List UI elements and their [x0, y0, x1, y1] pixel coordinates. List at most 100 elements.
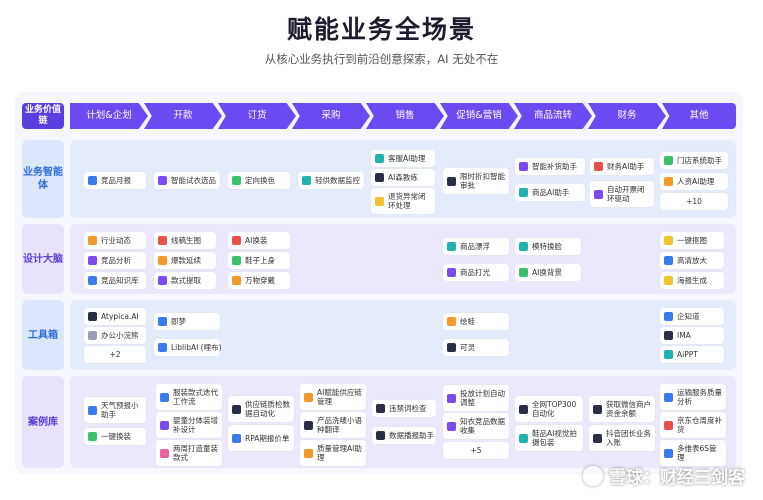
design-chip[interactable]: 商品漂浮 — [443, 238, 509, 255]
tool-chip[interactable]: LiblibAI (哩布) — [154, 339, 222, 356]
tool-chip[interactable]: IMA — [660, 327, 724, 344]
design-chip[interactable]: AI换装 — [228, 232, 290, 249]
design-chip[interactable]: 线稿生图 — [154, 232, 216, 249]
return-icon — [375, 196, 384, 206]
design-chip[interactable]: 竞品分析 — [84, 252, 146, 269]
tool-chip[interactable]: 企知道 — [660, 308, 724, 325]
stage-design: 开款 — [144, 103, 222, 129]
page-title: 赋能业务全场景 — [286, 15, 476, 44]
agent-chip[interactable]: 自动开票闭环驱动 — [590, 181, 654, 207]
agent-chip[interactable]: 退货异常闭环处理 — [371, 188, 435, 214]
tool-chip[interactable]: AiPPT — [660, 346, 724, 363]
case-chip[interactable]: 供应链质检数据自动化 — [228, 396, 294, 422]
case-chip[interactable]: 鞋品AI视觉拍摄包装 — [515, 425, 583, 451]
case-chip[interactable]: 产品洗唛小语种翻译 — [300, 412, 366, 438]
stage-circulation: 商品流转 — [514, 103, 592, 129]
palette-icon — [232, 176, 241, 185]
agent-chip[interactable]: 客服AI助理 — [371, 150, 435, 167]
stage-planning: 计划&企划 — [70, 103, 148, 129]
agent-chip[interactable]: 智能试衣选品 — [154, 172, 220, 189]
case-chip[interactable]: 获取微信商户资金余额 — [589, 396, 655, 422]
agent-chip[interactable]: AI森教练 — [371, 169, 435, 186]
headset-icon — [375, 154, 384, 163]
extract-icon — [158, 276, 167, 285]
atypica-icon — [88, 312, 97, 321]
case-chip[interactable]: RPA期报价单 — [228, 425, 294, 451]
tool-chip[interactable]: 绘蛙 — [443, 313, 509, 330]
case-chip[interactable]: 天气预报小助手 — [84, 397, 146, 423]
case-chip[interactable]: 数据播报助手 — [372, 427, 436, 444]
more-badge[interactable]: +5 — [443, 442, 509, 459]
tool-chip[interactable]: 办公小浣熊 — [84, 327, 146, 344]
design-chip[interactable]: 高清放大 — [660, 252, 724, 269]
stage-sales: 销售 — [366, 103, 444, 129]
qizhidao-icon — [664, 312, 673, 321]
case-chip[interactable]: 服装款式迭代工作流 — [156, 384, 222, 410]
stage-purchasing: 采购 — [292, 103, 370, 129]
agent-chip[interactable]: 智能补货助手 — [515, 158, 585, 175]
value-chain-label: 业务价值链 — [22, 103, 64, 129]
design-chip[interactable]: 爆款延续 — [154, 252, 216, 269]
design-chip[interactable]: 鞋子上身 — [228, 252, 290, 269]
design-chip[interactable]: 商品打光 — [443, 264, 509, 281]
design-chip[interactable]: 一键抠图 — [660, 232, 724, 249]
case-chip[interactable]: 违禁词检查 — [372, 400, 436, 417]
trend-icon — [88, 236, 97, 245]
sketch-icon — [158, 236, 167, 245]
case-chip[interactable]: 两周打造童装款式 — [156, 440, 222, 466]
agent-chip[interactable]: 财务AI助手 — [590, 158, 654, 175]
case-chip[interactable]: 婴童分体装增补设计 — [156, 412, 222, 438]
kling-icon — [447, 343, 456, 352]
page-subtitle: 从核心业务执行到前沿创意探索，AI 无处不在 — [264, 52, 499, 66]
liblib-icon — [158, 343, 167, 352]
case-chip[interactable]: 一键换装 — [84, 428, 146, 445]
case-chip[interactable]: 运输服务质量分析 — [660, 384, 726, 410]
report-icon — [88, 176, 97, 185]
case-chip[interactable]: 投放计划自动调整 — [443, 385, 509, 411]
watermark: 雪球：财经三剑客 — [583, 463, 745, 488]
design-chip[interactable]: 行业动态 — [84, 232, 146, 249]
baby-icon — [160, 420, 169, 430]
more-badge[interactable]: +2 — [84, 346, 146, 363]
case-chip[interactable]: 知衣竞品数据收集 — [443, 413, 509, 439]
stage-other: 其他 — [662, 103, 736, 129]
agent-chip[interactable]: 人资AI助理 — [660, 173, 728, 190]
agent-chip[interactable]: 限时折扣智能审批 — [443, 168, 509, 194]
jimeng-icon — [158, 317, 167, 326]
design-chip[interactable]: 款式提取 — [154, 272, 216, 289]
case-chip[interactable]: 京东仓周度补货 — [660, 412, 726, 438]
ima-icon — [664, 331, 673, 340]
analysis-icon — [88, 256, 97, 265]
agent-chip[interactable]: 轻供数据监控 — [298, 172, 364, 189]
case-chip[interactable]: 全网TOP300自动化 — [515, 396, 583, 422]
case-chip[interactable]: 抖音团长业务入账 — [589, 425, 655, 451]
agent-chip[interactable]: 商品AI助手 — [515, 184, 585, 201]
case-chip[interactable]: 多维表6S管理 — [660, 440, 726, 466]
more-badge[interactable]: +10 — [660, 193, 728, 210]
stage-ordering: 订货 — [218, 103, 296, 129]
case-chip[interactable]: 质量管理AI助理 — [300, 440, 366, 466]
outfit-icon — [232, 236, 241, 245]
agent-chip[interactable]: 定向换色 — [228, 172, 290, 189]
agent-chip[interactable]: 竞品月报 — [84, 172, 146, 189]
restock-icon — [519, 162, 528, 171]
quality-icon — [304, 448, 313, 458]
tool-chip[interactable]: 即梦 — [154, 313, 220, 330]
outfit-icon — [88, 432, 97, 441]
row-label-cases: 案例库 — [22, 376, 64, 468]
wechat-icon — [593, 404, 602, 414]
tool-chip[interactable]: Atypica.AI — [84, 308, 146, 325]
design-chip[interactable]: 模特换脸 — [515, 238, 581, 255]
design-chip[interactable]: AI换背景 — [515, 264, 581, 281]
upscale-icon — [664, 256, 673, 265]
douyin-icon — [593, 433, 602, 443]
agent-chip[interactable]: 门店系统助手 — [660, 152, 728, 169]
design-chip[interactable]: 竞品知识库 — [84, 272, 146, 289]
design-chip[interactable]: 万物穿戴 — [228, 272, 290, 289]
kids-icon — [160, 448, 169, 458]
case-chip[interactable]: AI赋能供应链管理 — [300, 384, 366, 410]
store-icon — [664, 156, 673, 165]
design-chip[interactable]: 海报生成 — [660, 272, 724, 289]
tool-chip[interactable]: 可灵 — [443, 339, 509, 356]
translate-icon — [304, 420, 313, 430]
